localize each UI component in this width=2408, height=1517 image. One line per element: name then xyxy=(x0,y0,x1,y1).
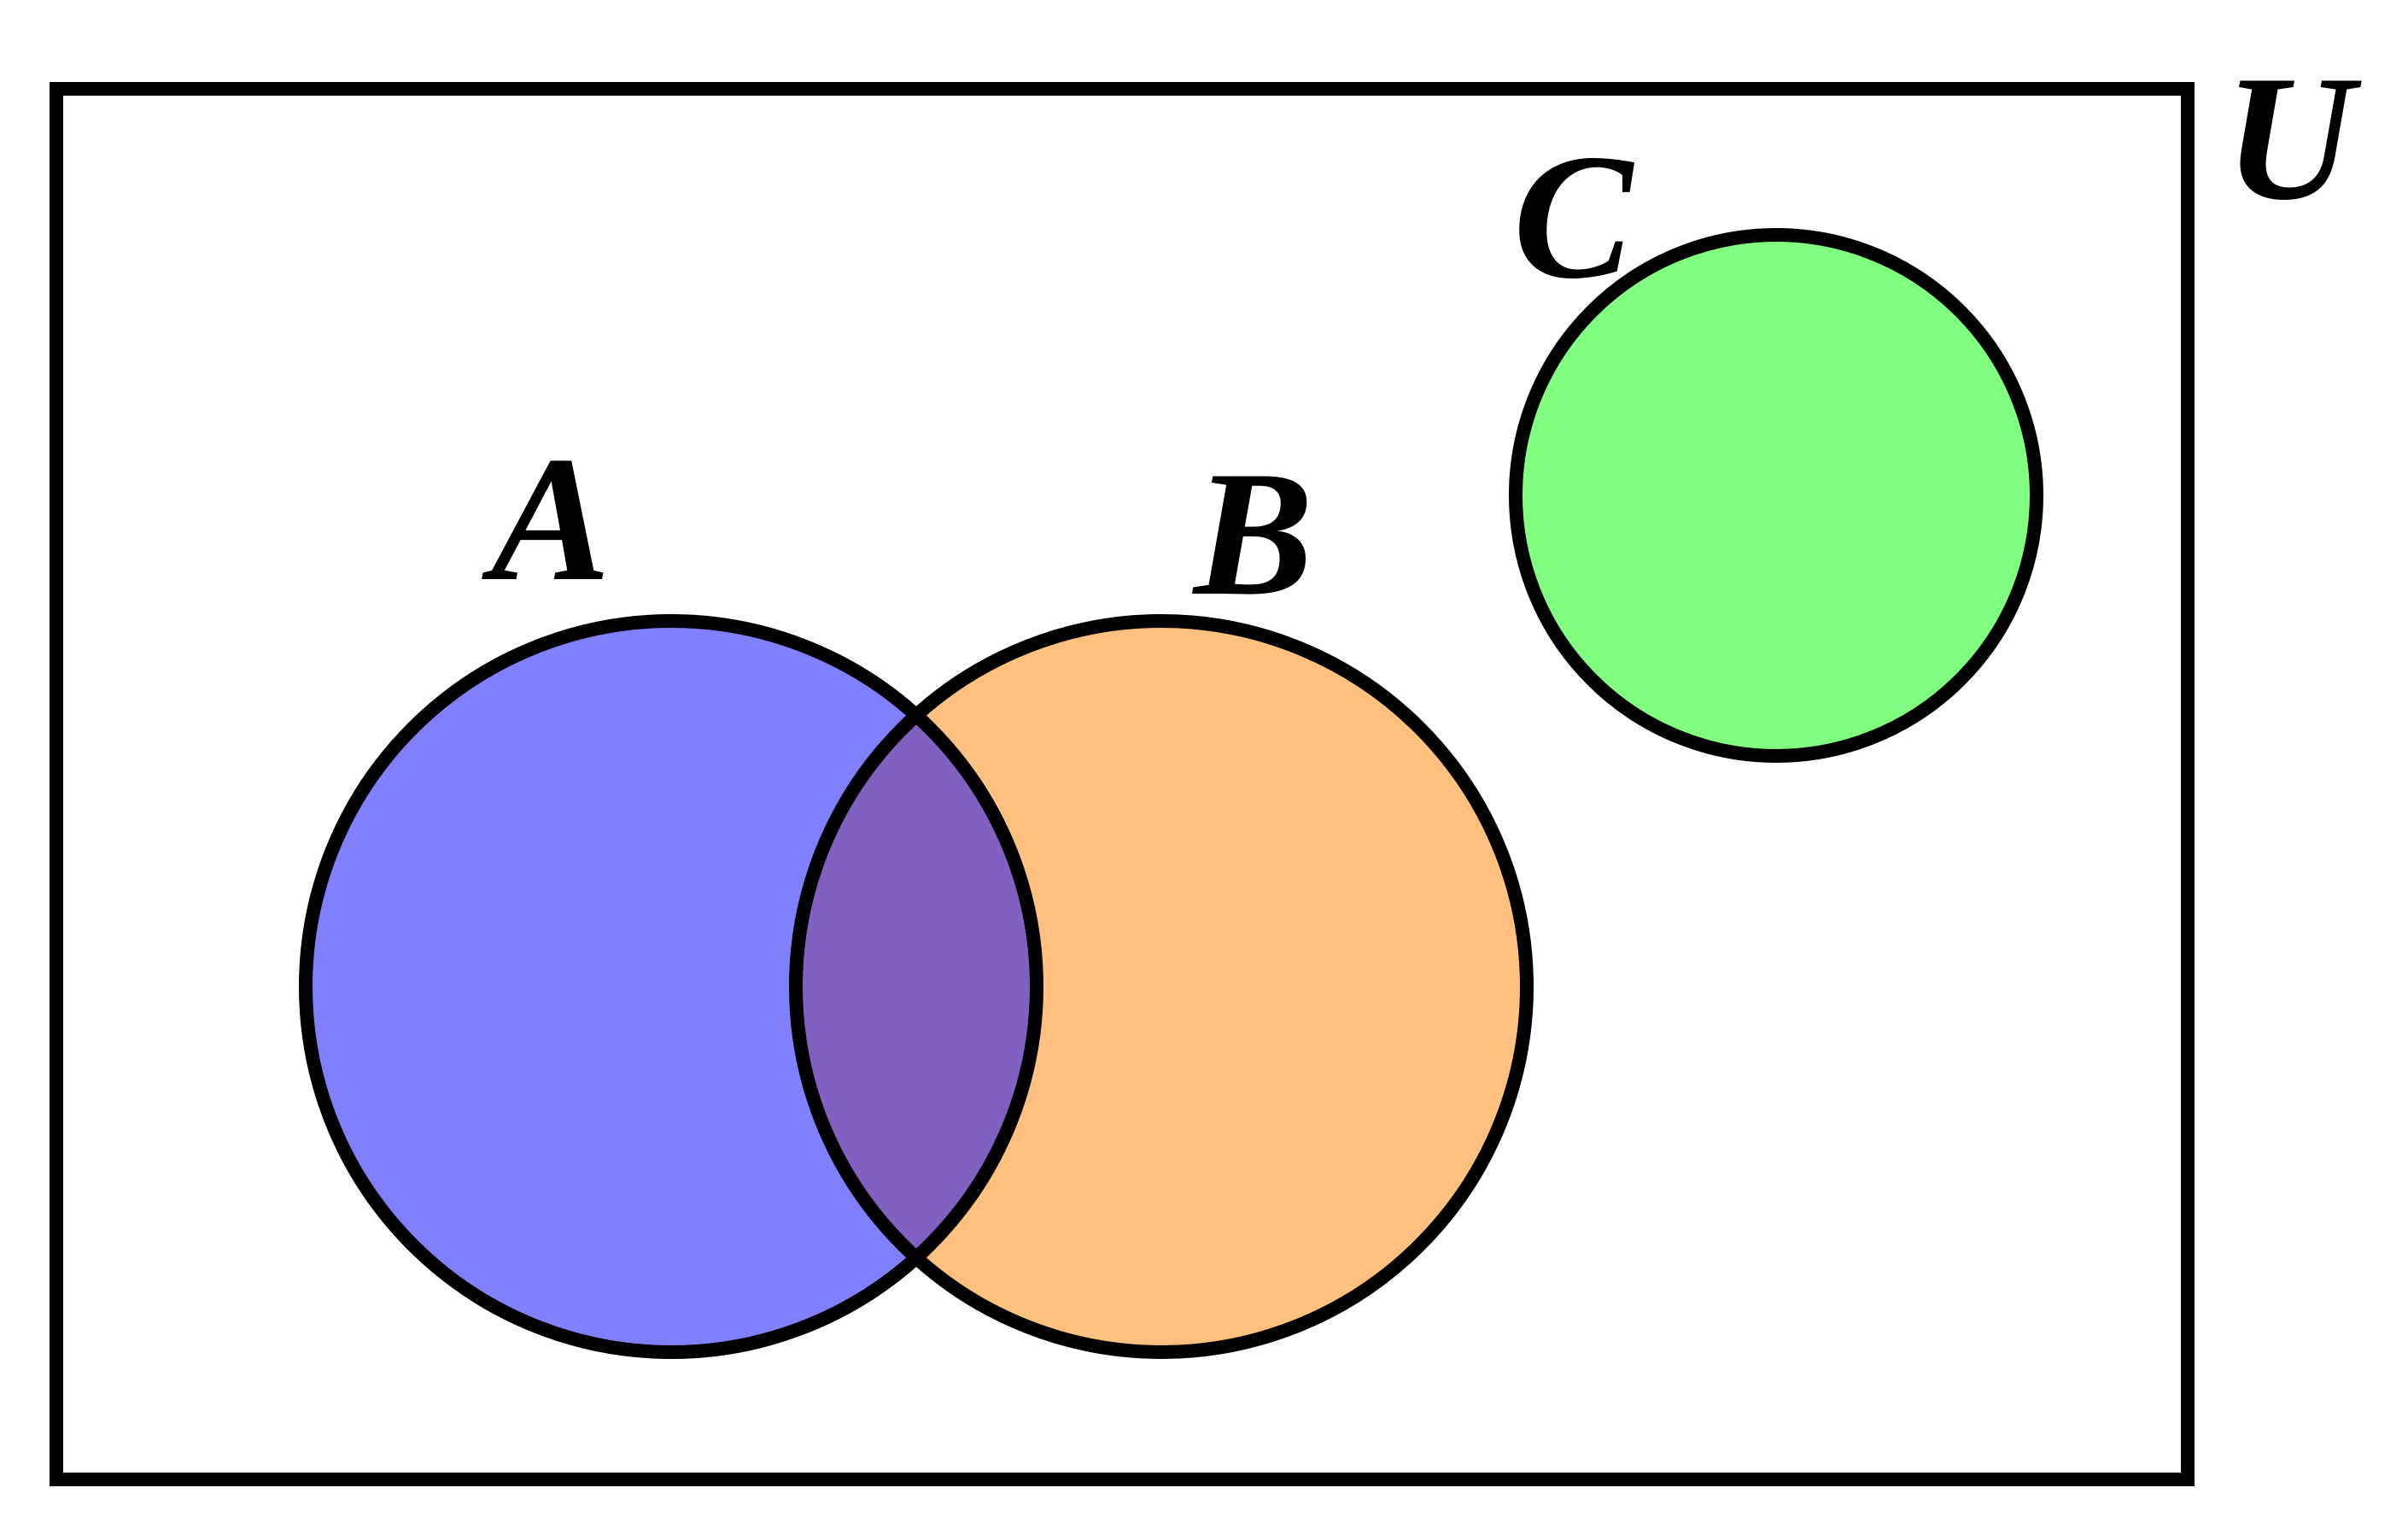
set-a-label: A xyxy=(482,420,611,618)
universe-label: U xyxy=(2224,39,2362,237)
set-c-circle xyxy=(1516,235,2037,756)
intersection-a-b xyxy=(796,621,1037,1352)
universe-rectangle xyxy=(50,82,2195,1486)
set-a-outline xyxy=(299,614,1043,1359)
set-c-label: C xyxy=(1513,118,1635,316)
set-b-outline xyxy=(789,614,1534,1359)
set-b-label: B xyxy=(1192,435,1313,633)
set-c-outline xyxy=(1509,228,2043,763)
